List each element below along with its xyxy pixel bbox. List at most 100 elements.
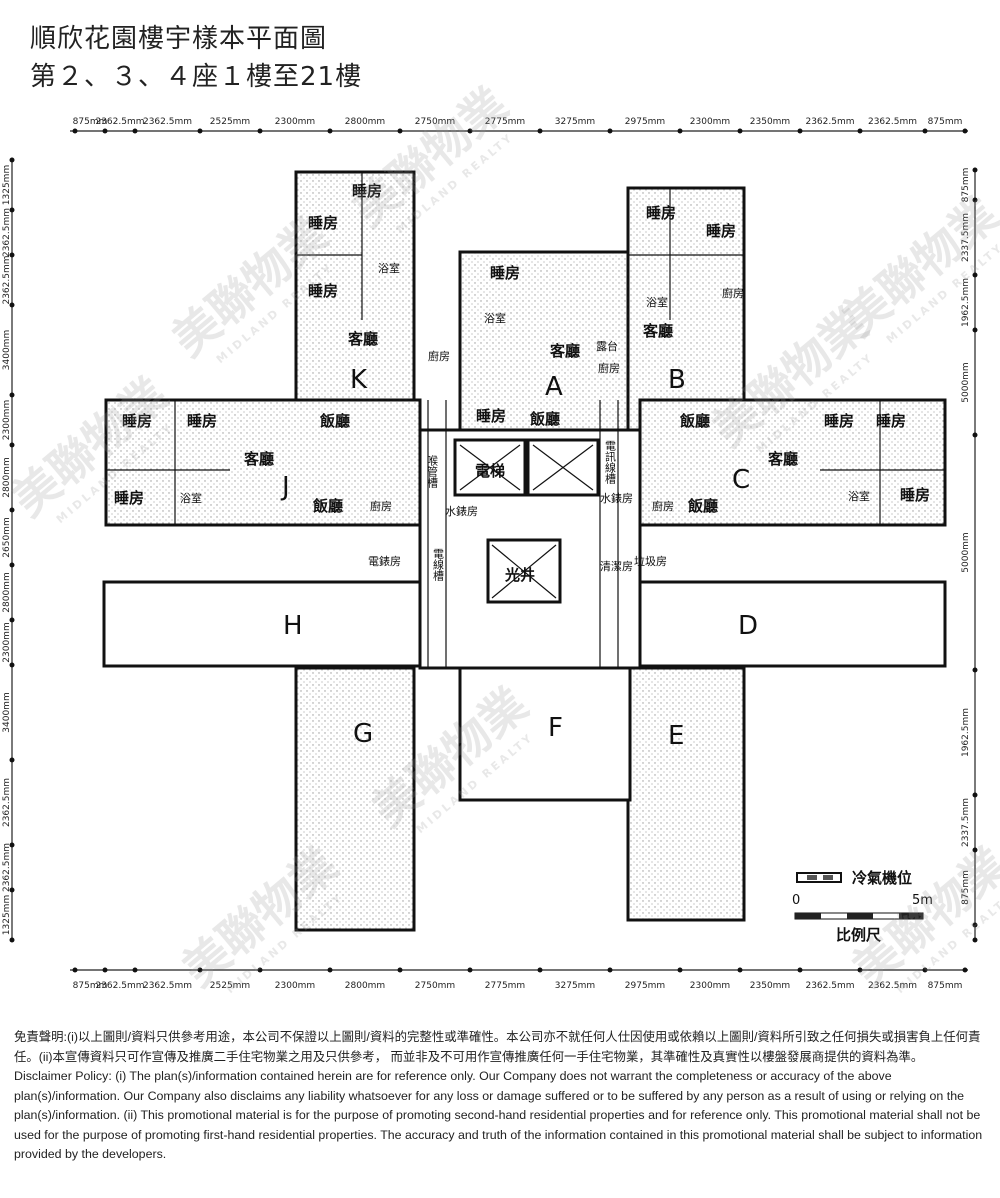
dimension-tick — [9, 662, 15, 668]
left-dimension: 2300mm — [2, 622, 12, 662]
right-dimension: 1962.5mm — [961, 708, 971, 757]
dimension-tick — [102, 967, 108, 973]
room-label: 客廳 — [767, 450, 798, 468]
unit-h-outline — [102, 580, 422, 668]
legend: 冷氣機位 0 5m 比例尺 — [792, 869, 933, 944]
dimension-tick — [9, 157, 15, 163]
light-well-label: 光井 — [504, 566, 535, 584]
top-dimension: 875mm — [73, 117, 108, 127]
right-dimension: 875mm — [961, 168, 971, 203]
dimension-tick — [9, 207, 15, 213]
left-dimension: 1325mm — [2, 165, 12, 205]
dimension-tick — [537, 967, 543, 973]
top-dimension: 2525mm — [210, 117, 250, 127]
pipe-duct-label: 喉管槽 — [426, 455, 439, 489]
plan-subtitle: 第２、３、４座１樓至21樓 — [30, 62, 363, 92]
cleaning-room-label: 清潔房 — [600, 559, 633, 573]
room-label: 睡房 — [490, 264, 520, 282]
bottom-dimension: 2975mm — [625, 981, 665, 991]
dimension-tick — [9, 617, 15, 623]
dimension-tick — [9, 887, 15, 893]
dimension-tick — [102, 128, 108, 134]
room-label: 睡房 — [900, 486, 930, 504]
dimension-tick — [972, 667, 978, 673]
dimension-tick — [9, 442, 15, 448]
bottom-dimension: 2350mm — [750, 981, 790, 991]
right-dimension: 5000mm — [961, 532, 971, 572]
unit-e-outline — [626, 666, 746, 922]
bottom-dimension: 2362.5mm — [805, 981, 854, 991]
scale-label: 比例尺 — [836, 926, 881, 944]
room-label: 飯廳 — [319, 412, 350, 430]
room-label: 飯廳 — [529, 410, 560, 428]
unit-d-outline — [638, 580, 947, 668]
dimension-tick — [677, 128, 683, 134]
dimension-tick — [467, 967, 473, 973]
room-label: 客廳 — [243, 450, 274, 468]
dimension-tick — [327, 128, 333, 134]
room-label: 浴室 — [848, 489, 870, 503]
unit-k-outline — [294, 170, 416, 442]
dimension-tick — [972, 922, 978, 928]
lift-label: 電梯 — [475, 462, 505, 480]
dimension-tick — [72, 128, 78, 134]
bottom-dimension: 2800mm — [345, 981, 385, 991]
dimension-tick — [257, 128, 263, 134]
dimension-tick — [962, 128, 968, 134]
dimension-tick — [972, 792, 978, 798]
dimension-tick — [257, 967, 263, 973]
unit-a-outline — [458, 250, 632, 432]
dimension-tick — [9, 392, 15, 398]
left-dimension: 1325mm — [2, 895, 12, 935]
disclaimer-zh: 免責聲明:(i)以上圖則/資料只供參考用途，本公司不保證以上圖則/資料的完整性或… — [14, 1030, 981, 1064]
dimension-tick — [972, 272, 978, 278]
room-label: 浴室 — [180, 491, 202, 505]
room-label: 睡房 — [476, 407, 506, 425]
water-meter-label: 水錶房 — [600, 492, 633, 505]
dimension-tick — [972, 432, 978, 438]
bottom-dimension: 2525mm — [210, 981, 250, 991]
unit-label-f: F — [548, 713, 563, 743]
room-label: 睡房 — [352, 182, 382, 200]
room-label: 睡房 — [122, 412, 152, 430]
bottom-dimension: 2362.5mm — [143, 981, 192, 991]
left-dimension: 3400mm — [2, 330, 12, 370]
dimension-tick — [9, 302, 15, 308]
dimension-tick — [197, 967, 203, 973]
dimension-tick — [677, 967, 683, 973]
room-label: 飯廳 — [687, 497, 718, 515]
unit-label-k: K — [350, 365, 368, 395]
dimension-tick — [9, 252, 15, 258]
dimension-tick — [797, 128, 803, 134]
unit-j-outline — [104, 398, 422, 527]
unit-label-c: C — [732, 465, 750, 495]
dimension-tick — [972, 197, 978, 203]
unit-label-d: D — [738, 611, 758, 641]
room-label: 飯廳 — [312, 497, 343, 515]
bottom-dimension: 2750mm — [415, 981, 455, 991]
room-label: 廚房 — [722, 286, 744, 300]
bottom-dimension: 2775mm — [485, 981, 525, 991]
dimension-tick — [922, 967, 928, 973]
dimension-tick — [972, 847, 978, 853]
room-label: 睡房 — [646, 204, 676, 222]
dimension-tick — [9, 937, 15, 943]
room-label: 廚房 — [428, 349, 450, 363]
cable-duct-label: 電線槽 — [432, 548, 445, 582]
room-label: 廚房 — [598, 361, 620, 375]
top-dimension: 2350mm — [750, 117, 790, 127]
refuse-room-label: 垃圾房 — [634, 554, 667, 568]
room-label: 睡房 — [187, 412, 217, 430]
room-label: 睡房 — [308, 214, 338, 232]
scale-start: 0 — [792, 893, 800, 908]
room-label: 睡房 — [706, 222, 736, 240]
dimension-tick — [197, 128, 203, 134]
water-meter-label: 水錶房 — [445, 505, 478, 518]
dimension-tick — [737, 128, 743, 134]
dimension-tick — [922, 128, 928, 134]
right-dimension: 2337.5mm — [961, 798, 971, 847]
dimension-tick — [857, 967, 863, 973]
top-dimension: 2975mm — [625, 117, 665, 127]
top-dimension: 2300mm — [275, 117, 315, 127]
